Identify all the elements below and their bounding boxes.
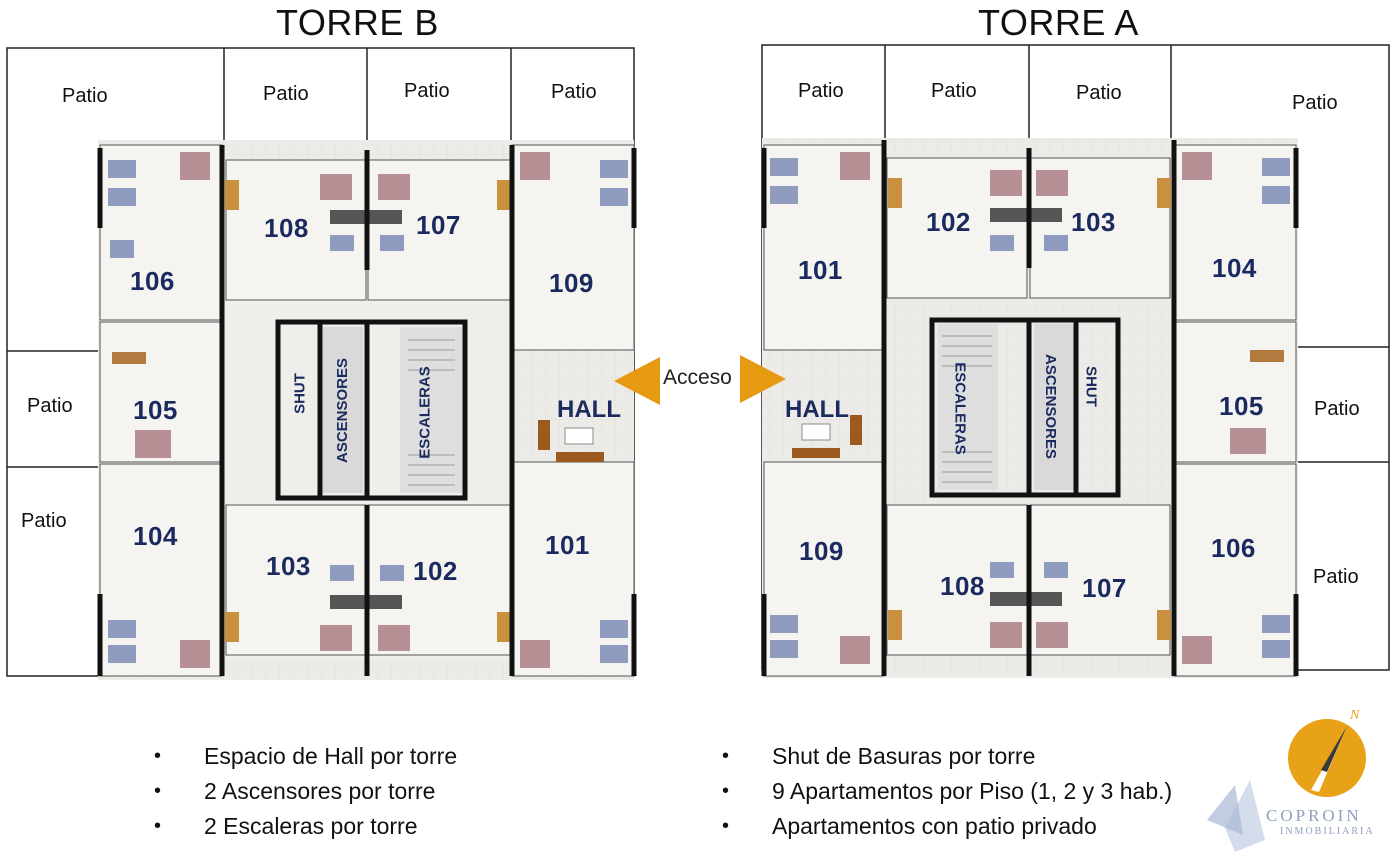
arrow-right-icon: [740, 355, 786, 403]
elevators-label: ASCENSORES: [334, 357, 351, 463]
bullet: •: [154, 815, 162, 837]
apartment-number: 107: [416, 210, 461, 240]
feature-text: Espacio de Hall por torre: [204, 743, 458, 769]
tower-b-plan: [6, 47, 637, 680]
stairs-label: ESCALERAS: [951, 362, 969, 455]
access-label: Acceso: [663, 366, 732, 389]
apartment-number: 101: [545, 530, 590, 560]
bullet: •: [722, 745, 730, 767]
list-item: • Shut de Basuras por torre: [722, 739, 1172, 774]
list-item: • Espacio de Hall por torre: [154, 739, 457, 774]
apartment-number: 108: [264, 213, 309, 243]
patio-label: Patio: [1314, 398, 1360, 420]
apartment-number: 103: [266, 551, 311, 581]
floor-plans: [6, 44, 1390, 680]
feature-text: Apartamentos con patio privado: [772, 813, 1097, 839]
features-list-left: • Espacio de Hall por torre • 2 Ascensores…: [154, 739, 457, 844]
list-item: • Apartamentos con patio privado: [722, 809, 1172, 844]
apartment-number: 102: [926, 207, 971, 237]
apartment-number: 106: [130, 266, 175, 296]
apartment-number: 105: [133, 395, 178, 425]
patio-label: Patio: [62, 85, 108, 107]
arrow-left-icon: [614, 357, 660, 405]
apartment-number: 102: [413, 556, 458, 586]
apartment-number: 106: [1211, 533, 1256, 563]
feature-text: 2 Escaleras por torre: [204, 813, 418, 839]
tower-a-plan: [761, 44, 1390, 678]
list-item: • 2 Ascensores por torre: [154, 774, 457, 809]
patio-label: Patio: [21, 510, 67, 532]
stairs-label: ESCALERAS: [416, 366, 434, 459]
shut-label: SHUT: [291, 373, 309, 414]
features-list-right: • Shut de Basuras por torre • 9 Apartament…: [722, 739, 1172, 844]
patio-label: Patio: [931, 80, 977, 102]
apartment-number: 105: [1219, 391, 1264, 421]
bullet: •: [154, 745, 162, 767]
compass-icon: N: [1207, 708, 1366, 852]
list-item: • 2 Escaleras por torre: [154, 809, 457, 844]
patio-label: Patio: [27, 395, 73, 417]
patio-label: Patio: [404, 80, 450, 102]
bullet: •: [722, 815, 730, 837]
hall-label: HALL: [785, 396, 849, 423]
tower-b-title: TORRE B: [276, 2, 439, 43]
patio-label: Patio: [263, 83, 309, 105]
list-item: • 9 Apartamentos por Piso (1, 2 y 3 hab.): [722, 774, 1172, 809]
elevators-label: ASCENSORES: [1042, 354, 1059, 460]
apartment-number: 108: [940, 571, 985, 601]
apartment-number: 109: [549, 268, 594, 298]
patio-label: Patio: [1313, 566, 1359, 588]
apartment-number: 109: [799, 536, 844, 566]
logo-tagline: INMOBILIARIA: [1280, 826, 1375, 837]
feature-text: Shut de Basuras por torre: [772, 743, 1036, 769]
patio-label: Patio: [798, 80, 844, 102]
apartment-number: 103: [1071, 207, 1116, 237]
feature-text: 2 Ascensores por torre: [204, 778, 436, 804]
patio-label: Patio: [1292, 92, 1338, 114]
patio-label: Patio: [551, 81, 597, 103]
bullet: •: [722, 780, 730, 802]
shut-label: SHUT: [1082, 366, 1100, 407]
apartment-number: 101: [798, 255, 843, 285]
patio-label: Patio: [1076, 82, 1122, 104]
apartment-number: 104: [1212, 253, 1257, 283]
tower-a-title: TORRE A: [978, 2, 1139, 43]
feature-text: 9 Apartamentos por Piso (1, 2 y 3 hab.): [772, 778, 1173, 804]
hall-label: HALL: [557, 396, 621, 423]
apartment-number: 104: [133, 521, 178, 551]
apartment-number: 107: [1082, 573, 1127, 603]
bullet: •: [154, 780, 162, 802]
logo-name: COPROIN: [1266, 806, 1362, 825]
compass-letter: N: [1349, 708, 1360, 723]
